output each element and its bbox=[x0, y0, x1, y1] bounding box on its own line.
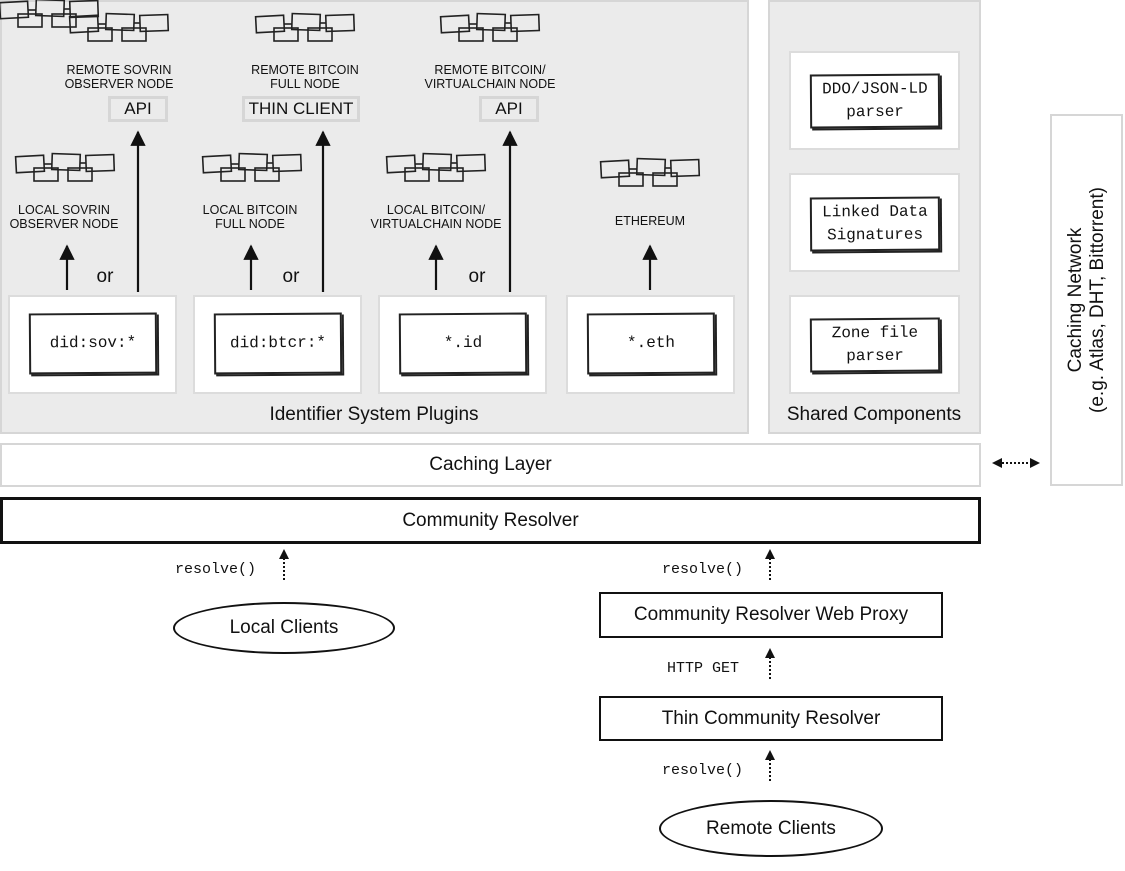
ethereum-node-icon bbox=[599, 157, 701, 187]
remote-virtualchain-node-icon bbox=[439, 12, 541, 42]
or-label: or bbox=[282, 266, 300, 287]
local-sovrin-node-label: LOCAL SOVRIN OBSERVER NODE bbox=[9, 203, 119, 231]
remote-virtualchain-api: API bbox=[479, 96, 539, 122]
node-cluster-icon bbox=[0, 0, 100, 28]
caching-layer: Caching Layer bbox=[0, 443, 981, 487]
local-clients: Local Clients bbox=[173, 602, 395, 654]
remote-sovrin-api: API bbox=[108, 96, 168, 122]
resolve-call-thin: resolve() bbox=[662, 762, 744, 779]
shared-components-caption: Shared Components bbox=[786, 404, 962, 425]
community-resolver-web-proxy: Community Resolver Web Proxy bbox=[599, 592, 943, 638]
local-bitcoin-node-icon bbox=[201, 152, 303, 182]
remote-clients: Remote Clients bbox=[659, 800, 883, 857]
remote-bitcoin-node-icon bbox=[254, 12, 356, 42]
remote-bitcoin-thin-client: THIN CLIENT bbox=[242, 96, 360, 122]
local-virtualchain-node-label: LOCAL BITCOIN/ VIRTUALCHAIN NODE bbox=[370, 203, 502, 231]
local-bitcoin-node-label: LOCAL BITCOIN FULL NODE bbox=[202, 203, 298, 231]
local-virtualchain-node-icon bbox=[385, 152, 487, 182]
resolve-call-remote: resolve() bbox=[662, 561, 744, 578]
remote-sovrin-node-label: REMOTE SOVRIN OBSERVER NODE bbox=[64, 63, 174, 91]
ethereum-node-label: ETHEREUM bbox=[614, 214, 686, 228]
or-label: or bbox=[468, 266, 486, 287]
thin-community-resolver: Thin Community Resolver bbox=[599, 696, 943, 741]
plugins-panel-caption: Identifier System Plugins bbox=[269, 404, 479, 425]
local-sovrin-node-icon bbox=[14, 152, 116, 182]
remote-bitcoin-node-label: REMOTE BITCOIN FULL NODE bbox=[251, 63, 359, 91]
remote-virtualchain-node-label: REMOTE BITCOIN/ VIRTUALCHAIN NODE bbox=[424, 63, 556, 91]
http-get-call: HTTP GET bbox=[667, 660, 740, 677]
resolve-call-local: resolve() bbox=[175, 561, 257, 578]
or-label: or bbox=[96, 266, 114, 287]
community-resolver: Community Resolver bbox=[0, 497, 981, 544]
caching-network-box: Caching Network (e.g. Atlas, DHT, Bittor… bbox=[1050, 114, 1123, 486]
